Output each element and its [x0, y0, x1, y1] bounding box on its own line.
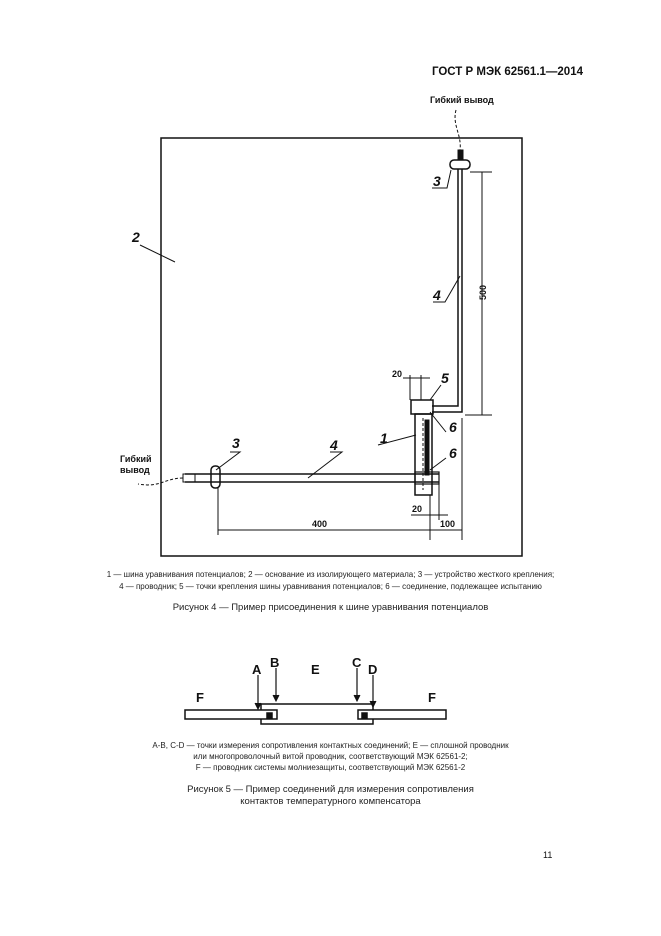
dim-20-top-label: 20 [392, 369, 402, 379]
figure-5-legend-1: A-B, C-D — точки измерения сопротивления… [152, 741, 509, 750]
bar-fixing-bottom [414, 471, 440, 485]
label-4-horizontal: 4 [329, 437, 338, 453]
figure-5-caption-1: Рисунок 5 — Пример соединений для измере… [187, 784, 474, 795]
label-d: D [368, 662, 377, 677]
figure-4-legend-1: 1 — шина уравнивания потенциалов; 2 — ос… [106, 570, 555, 579]
dim-500-label: 500 [478, 285, 488, 300]
rigid-fixing-left [210, 465, 221, 489]
flex-lead-top [454, 109, 461, 151]
dim-400-100 [217, 418, 463, 540]
label-f-left: F [196, 690, 204, 705]
flex-lead-top-label: Гибкий вывод [430, 95, 494, 105]
figure-5-caption-2: контактов температурного компенсатора [240, 796, 421, 807]
label-5: 5 [441, 370, 449, 386]
label-a: A [252, 662, 262, 677]
bonding-bar [414, 413, 433, 496]
label-6-bottom: 6 [449, 445, 457, 461]
figure-5-drawing [184, 668, 447, 725]
label-6-top: 6 [449, 419, 457, 435]
insulating-base [160, 137, 523, 557]
dim-500 [465, 171, 492, 416]
label-2: 2 [131, 229, 140, 245]
label-4-vertical: 4 [432, 287, 441, 303]
flex-lead-left-label-2: вывод [120, 465, 150, 475]
figure-4-legend-2: 4 — проводник; 5 — точки крепления шины … [119, 582, 542, 591]
figure-5-legend-2: или многопроволочный витой проводник, со… [193, 752, 468, 761]
test-joint [424, 419, 430, 476]
label-f-right: F [428, 690, 436, 705]
label-3-left: 3 [232, 435, 240, 451]
figure-4-caption: Рисунок 4 — Пример присоединения к шине … [172, 602, 489, 613]
flex-lead-left-label-1: Гибкий [120, 454, 152, 464]
label-e: E [311, 662, 320, 677]
label-1: 1 [380, 430, 388, 446]
dim-400-label: 400 [312, 519, 327, 529]
standard-header: ГОСТ Р МЭК 62561.1—2014 [431, 66, 583, 78]
flex-lead-left [137, 477, 184, 486]
conductor-horizontal [185, 473, 439, 483]
bar-fixing-top [410, 399, 434, 415]
label-c: C [352, 655, 362, 670]
rigid-fixing-top [449, 159, 471, 170]
lead-terminal-left [182, 473, 196, 483]
leader-lines [139, 169, 461, 479]
conductor-vertical [432, 169, 463, 413]
lead-terminal [457, 149, 464, 161]
label-b: B [270, 655, 279, 670]
label-3-top: 3 [433, 173, 441, 189]
page-number: 11 [543, 850, 553, 860]
dim-20-bottom-label: 20 [412, 504, 422, 514]
figure-5-legend-3: F — проводник системы молниезащиты, соот… [195, 763, 466, 772]
dim-20-lines [403, 375, 448, 520]
dim-100-label: 100 [440, 519, 455, 529]
